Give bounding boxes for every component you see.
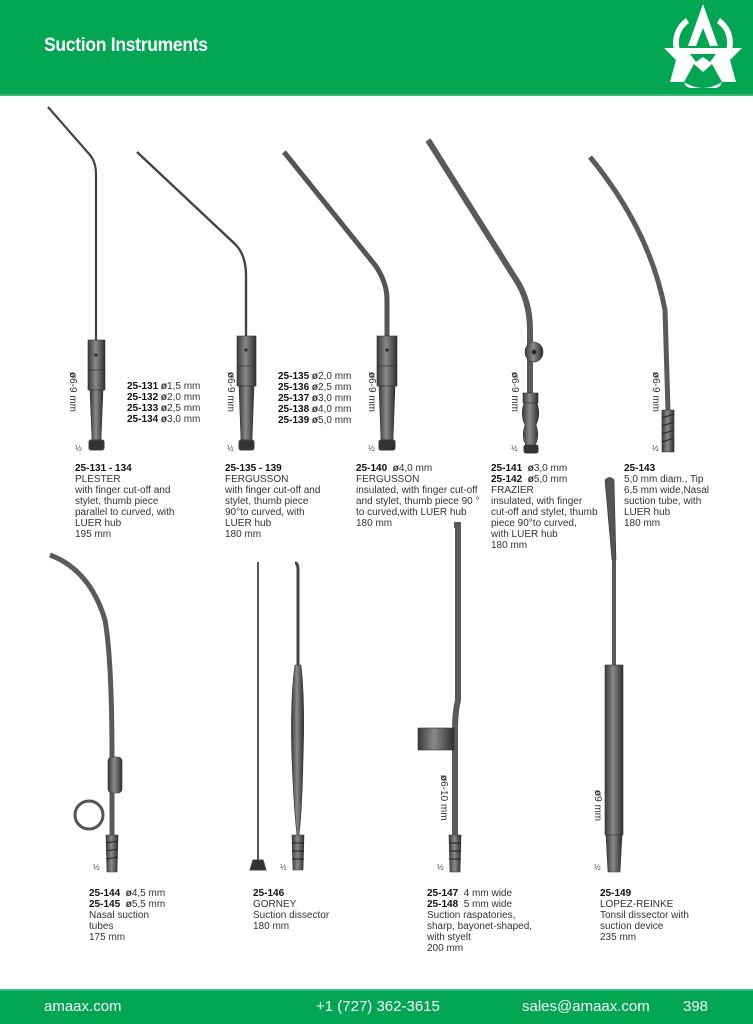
scale-marker: ½: [652, 444, 659, 453]
hub-diameter-label: ø6-9 mm: [67, 372, 78, 413]
product-description-gorney: 25-146 GORNEY Suction dissector 180 mm: [253, 888, 330, 932]
lopez-reinke-instrument-image: [604, 477, 624, 873]
product-description-plester: 25-131 - 134 PLESTER with finger cut-off…: [75, 463, 175, 540]
page-footer: amaax.com +1 (727) 362-3615 sales@amaax.…: [0, 989, 753, 1024]
size-row: 25-139 ø5,0 mm: [278, 415, 352, 426]
scale-marker: ½: [75, 444, 82, 453]
product-description-nasal-suction-tube: 25-143 5,0 mm diam., Tip 6,5 mm wide,Nas…: [624, 463, 710, 529]
header-divider: [0, 94, 753, 96]
size-row: 25-132 ø2,0 mm: [127, 392, 201, 403]
suction-raspatory-instrument-image: [417, 522, 462, 873]
page-number: 398: [683, 998, 709, 1015]
scale-marker: ½: [368, 444, 375, 453]
hub-diameter-label: ø6-9 mm: [509, 372, 520, 413]
size-row: 25-135 ø2,0 mm: [278, 371, 352, 382]
plester-size-list: 25-131 ø1,5 mm 25-132 ø2,0 mm 25-133 ø2,…: [127, 381, 200, 425]
phone-number[interactable]: +1 (727) 362-3615: [316, 998, 440, 1015]
fergusson-instrument-image: [136, 151, 257, 451]
size-row: 25-133 ø2,5 mm: [127, 403, 201, 414]
scale-marker: ½: [437, 863, 444, 872]
page-title: Suction Instruments: [44, 35, 208, 56]
hub-diameter-label: ø9 mm: [592, 790, 603, 822]
fergusson-insulated-instrument-image: [282, 150, 398, 451]
scale-marker: ½: [227, 444, 234, 453]
fergusson-size-list: 25-135 ø2,0 mm 25-136 ø2,5 mm 25-137 ø3,…: [278, 371, 351, 426]
size-row: 25-137 ø3,0 mm: [278, 393, 352, 404]
hub-diameter-label: ø6-9 mm: [225, 372, 236, 413]
page-header: Suction Instruments: [0, 0, 753, 94]
scale-marker: ½: [93, 863, 100, 872]
size-row: 25-136 ø2,5 mm: [278, 382, 352, 393]
hub-diameter-label: ø6-10 mm: [438, 775, 449, 821]
size-row: 25-134 ø3,0 mm: [127, 414, 201, 425]
frazier-instrument-image: [425, 138, 544, 454]
amaax-logo-icon: [664, 4, 742, 88]
gorney-instrument-image: [249, 561, 305, 871]
product-description-fergusson: 25-135 - 139 FERGUSSON with finger cut-o…: [225, 463, 321, 540]
product-description-frazier: 25-141 ø3,0 mm 25-142 ø5,0 mm FRAZIER in…: [491, 463, 598, 551]
nasal-suction-tubes-instrument-image: [49, 552, 123, 873]
product-description-nasal-suction-tubes: 25-144 ø4,5 mm 25-145 ø5,5 mm Nasal suct…: [89, 888, 166, 943]
hub-diameter-label: ø6-9 mm: [650, 372, 661, 413]
plester-instrument-image: [47, 106, 106, 451]
size-row: 25-131 ø1,5 mm: [127, 381, 201, 392]
product-description-fergusson-insulated: 25-140 ø4,0 mm FERGUSSON insulated, with…: [356, 463, 480, 529]
website-link[interactable]: amaax.com: [44, 998, 122, 1015]
scale-marker: ½: [280, 863, 287, 872]
nasal-suction-tube-instrument-image: [588, 155, 675, 453]
size-row: 25-138 ø4,0 mm: [278, 404, 352, 415]
email-link[interactable]: sales@amaax.com: [522, 998, 650, 1015]
scale-marker: ½: [511, 444, 518, 453]
hub-diameter-label: ø6-9 mm: [366, 372, 377, 413]
product-description-lopez-reinke: 25-149 LOPEZ-REINKE Tonsil dissector wit…: [600, 888, 689, 943]
product-description-suction-raspatory: 25-147 4 mm wide 25-148 5 mm wide Suctio…: [427, 888, 533, 954]
scale-marker: ½: [594, 863, 601, 872]
